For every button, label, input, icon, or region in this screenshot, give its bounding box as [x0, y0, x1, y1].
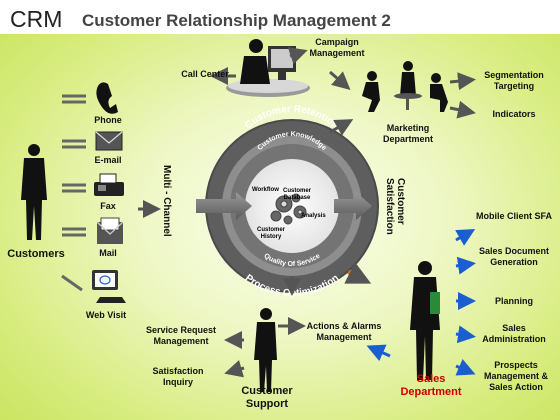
label-mobile-client-sfa: Mobile Client SFA	[476, 211, 553, 221]
customers-silhouette-icon	[21, 144, 47, 240]
label-email: E-mail	[94, 155, 122, 165]
label-customer-support: Customer Support	[241, 385, 293, 410]
channel-arrows	[61, 94, 86, 292]
center-label-customer-database: Customer Database	[282, 188, 311, 201]
call-center-icon	[226, 39, 310, 97]
label-call-center: Call Center	[181, 69, 229, 79]
center-label-analysis: Analysis	[301, 213, 326, 219]
label-web-visit: Web Visit	[85, 310, 127, 320]
label-customers: Customers	[7, 248, 65, 260]
sales-arrows	[366, 229, 476, 376]
computer-icon	[92, 270, 126, 303]
gears-icon	[270, 193, 307, 225]
center-label-customer-history: Customer History	[256, 227, 285, 240]
label-campaign-management: Campaign Management	[309, 37, 365, 58]
label-indicators: Indicators	[492, 109, 536, 119]
sales-person-icon	[410, 261, 440, 380]
email-icon	[95, 131, 123, 151]
label-sales-administration: Sales Administration	[482, 323, 546, 344]
mail-icon	[96, 217, 124, 244]
label-fax: Fax	[100, 201, 116, 211]
label-mail: Mail	[99, 248, 117, 258]
center-label-workflow: Workflow	[252, 187, 279, 193]
marketing-meeting-icon	[362, 61, 448, 112]
title-main: CRM	[10, 6, 63, 32]
support-person-icon	[254, 308, 277, 392]
label-multi-channel: Multi - Channel	[161, 165, 172, 237]
label-service-request: Service Request Management	[145, 325, 217, 346]
label-segmentation-targeting: Segmentation Targeting	[484, 70, 544, 91]
label-marketing-department: Marketing Department	[382, 123, 433, 144]
label-phone: Phone	[94, 115, 122, 125]
flow-arrows	[138, 47, 476, 378]
title-sub: Customer Relationship Management 2	[82, 11, 391, 30]
label-prospects-management: Prospects Management & Sales Action	[483, 360, 548, 392]
title-bar: CRM Customer Relationship Management 2	[0, 0, 560, 34]
label-actions-alarms: Actions & Alarms Management	[306, 321, 382, 342]
label-planning: Planning	[495, 296, 533, 306]
label-customer-satisfaction: Customer Satisfaction	[384, 178, 406, 235]
orange-arrow	[344, 262, 372, 284]
fax-icon	[94, 173, 124, 196]
label-sales-department: Sales Department	[400, 373, 462, 398]
label-sales-document-generation: Sales Document Generation	[478, 246, 550, 267]
phone-icon	[96, 82, 118, 114]
hub-arrow-right	[334, 192, 372, 220]
label-satisfaction-inquiry: Satisfaction Inquiry	[152, 366, 204, 387]
hub-arrow-left	[196, 192, 252, 220]
